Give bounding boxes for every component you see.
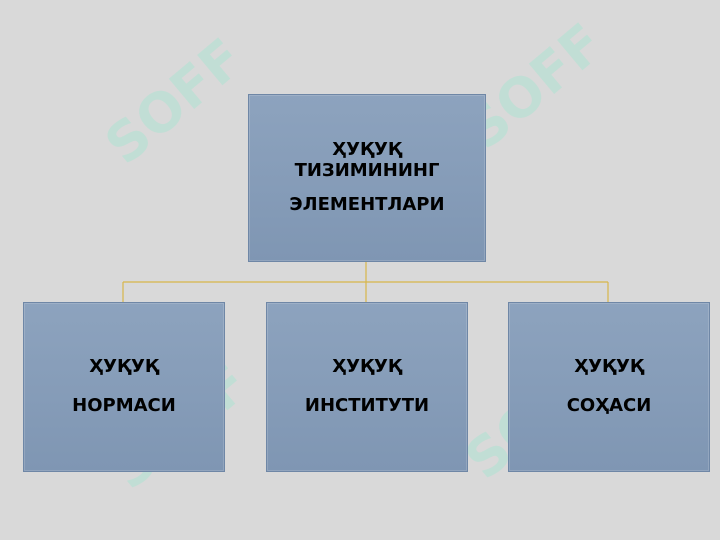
child-node-branch: ҲУҚУҚ СОҲАСИ bbox=[508, 302, 710, 472]
child-node-norm: ҲУҚУҚ НОРМАСИ bbox=[23, 302, 225, 472]
child-line-2: СОҲАСИ bbox=[566, 395, 652, 416]
child-line-1: ҲУҚУҚ bbox=[332, 356, 402, 378]
child-node-institute: ҲУҚУҚ ИНСТИТУТИ bbox=[266, 302, 468, 472]
root-line-1: ҲУҚУҚ bbox=[332, 138, 402, 160]
child-line-2: ИНСТИТУТИ bbox=[304, 395, 430, 416]
child-line-1: ҲУҚУҚ bbox=[574, 356, 644, 378]
child-line-1: ҲУҚУҚ bbox=[89, 356, 159, 378]
root-node: ҲУҚУҚ ТИЗИМИНИНГ ЭЛЕМЕНТЛАРИ bbox=[248, 94, 486, 262]
root-line-3: ЭЛЕМЕНТЛАРИ bbox=[289, 194, 445, 216]
root-line-2: ТИЗИМИНИНГ bbox=[294, 159, 440, 181]
child-line-2: НОРМАСИ bbox=[72, 395, 176, 416]
